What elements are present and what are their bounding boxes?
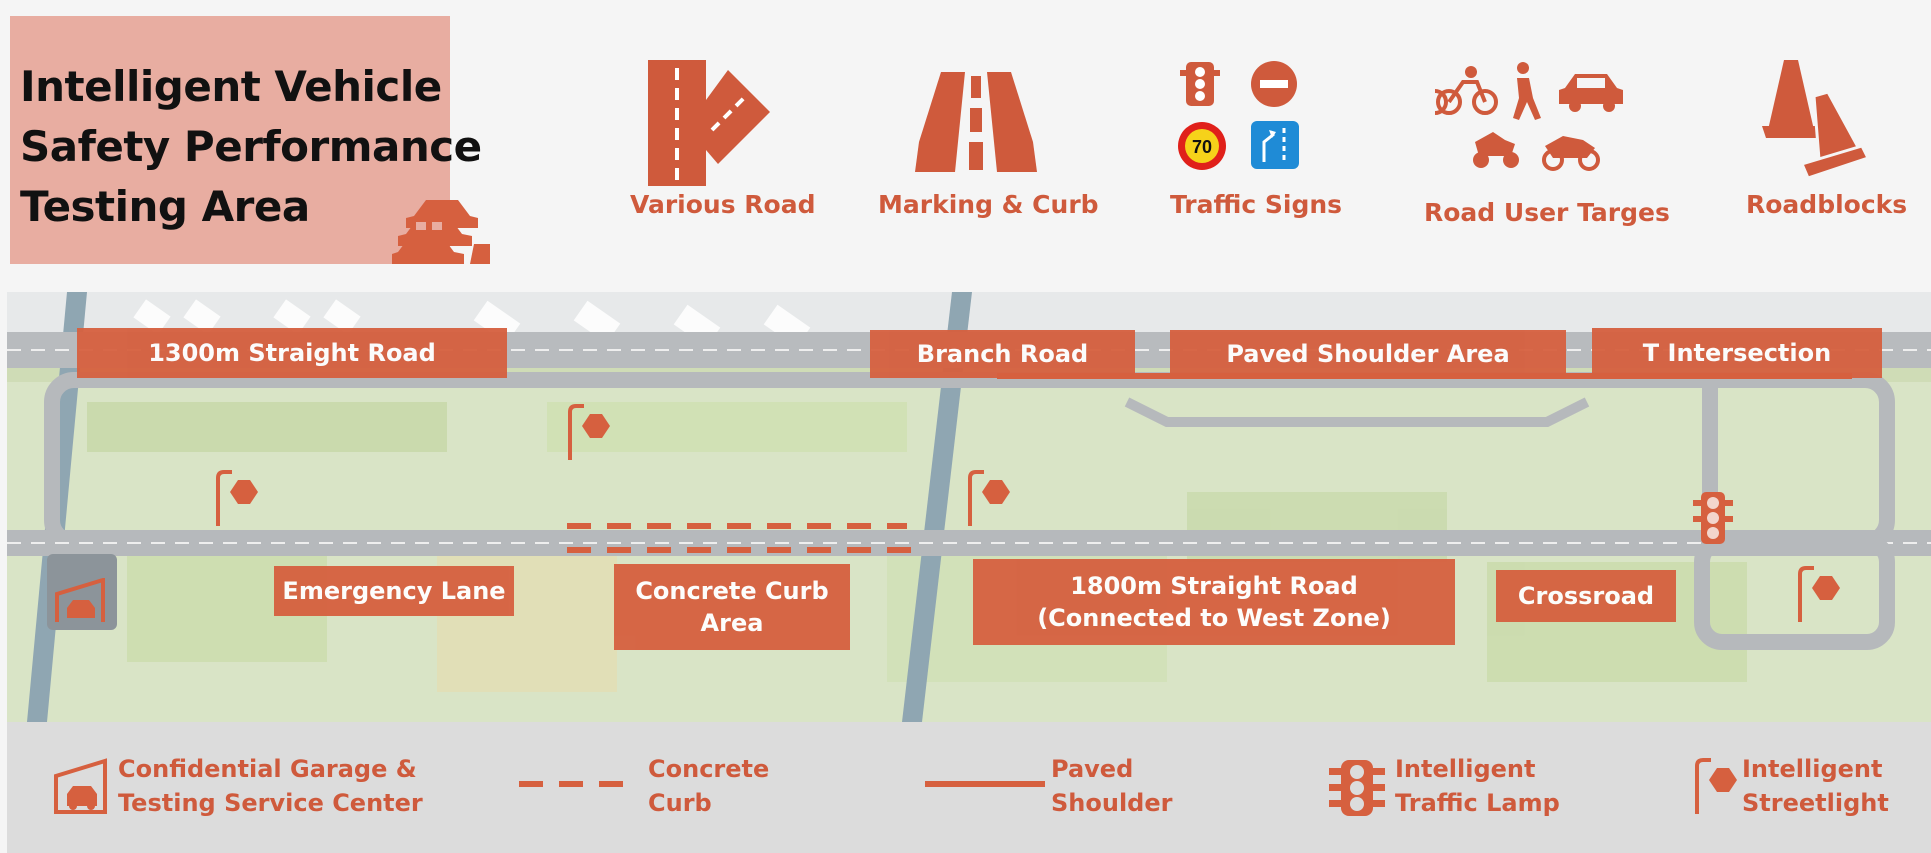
title-line-3: Testing Area	[20, 182, 310, 231]
dashed-line-icon	[519, 781, 637, 787]
zone-label-straight-1800: 1800m Straight Road (Connected to West Z…	[973, 559, 1455, 645]
legend-garage-line-1: Confidential Garage &	[118, 755, 417, 783]
title-line-2: Safety Performance	[20, 122, 482, 171]
legend-traffic-lamp-line-2: Traffic Lamp	[1395, 789, 1560, 817]
map-legend: Confidential Garage & Testing Service Ce…	[7, 722, 1931, 853]
legend-garage-line-2: Testing Service Center	[118, 789, 423, 817]
legend-streetlight-line-2: Streetlight	[1742, 789, 1889, 817]
solid-line-icon	[925, 781, 1045, 787]
legend-traffic-lamp-line-1: Intelligent	[1395, 755, 1536, 783]
zone-label-crossroad: Crossroad	[1496, 570, 1676, 622]
garage-icon	[55, 578, 105, 622]
traffic-lamp-icon	[1693, 492, 1733, 544]
legend-concrete-curb-line-2: Curb	[648, 789, 712, 817]
traffic-signs-icon: 70	[1178, 61, 1299, 170]
zone-label-paved-shoulder: Paved Shoulder Area	[1170, 330, 1566, 378]
category-label-roadblocks: Roadblocks	[1746, 190, 1908, 219]
zone-label-concrete-curb: Concrete Curb Area	[614, 564, 850, 650]
traffic-lamp-icon	[1329, 760, 1385, 816]
car-stack-icon	[392, 200, 490, 264]
road-users-icon	[1435, 62, 1623, 171]
zone-label-straight-1300: 1300m Straight Road	[77, 328, 507, 378]
legend-paved-shoulder-line-1: Paved	[1051, 755, 1134, 783]
zone-label-branch-road: Branch Road	[870, 330, 1135, 378]
zone-label-concrete-curb-line-1: Concrete Curb	[635, 576, 829, 605]
title-line-1: Intelligent Vehicle	[20, 62, 442, 111]
zone-label-t-intersection: T Intersection	[1592, 328, 1882, 378]
road-branch-icon	[648, 60, 770, 186]
legend-paved-shoulder-line-2: Shoulder	[1051, 789, 1173, 817]
legend-streetlight-line-1: Intelligent	[1742, 755, 1883, 783]
streetlight-icon	[968, 470, 1010, 526]
legend-concrete-curb-line-1: Concrete	[648, 755, 770, 783]
category-label-road-users: Road User Targes	[1424, 198, 1670, 227]
traffic-cone-icon	[1762, 60, 1868, 180]
zone-label-straight-1800-line-2: (Connected to West Zone)	[1037, 604, 1391, 632]
zone-label-concrete-curb-line-2: Area	[700, 609, 764, 637]
streetlight-icon	[1798, 566, 1840, 622]
road-marking-icon	[915, 72, 1037, 172]
zone-label-straight-1800-line-1: 1800m Straight Road	[1070, 571, 1358, 600]
garage-icon	[54, 758, 107, 814]
category-label-various-road: Various Road	[630, 190, 816, 219]
streetlight-icon	[216, 470, 258, 526]
title-box	[10, 16, 450, 264]
streetlight-icon	[568, 404, 610, 460]
zone-label-emergency-lane: Emergency Lane	[274, 566, 514, 616]
speed-limit-sign: 70	[1192, 137, 1212, 157]
test-area-map: 1300m Straight Road Branch Road Paved Sh…	[7, 292, 1931, 722]
category-label-marking-curb: Marking & Curb	[878, 190, 1099, 219]
category-label-traffic-signs: Traffic Signs	[1170, 190, 1343, 219]
streetlight-icon	[1695, 758, 1737, 814]
